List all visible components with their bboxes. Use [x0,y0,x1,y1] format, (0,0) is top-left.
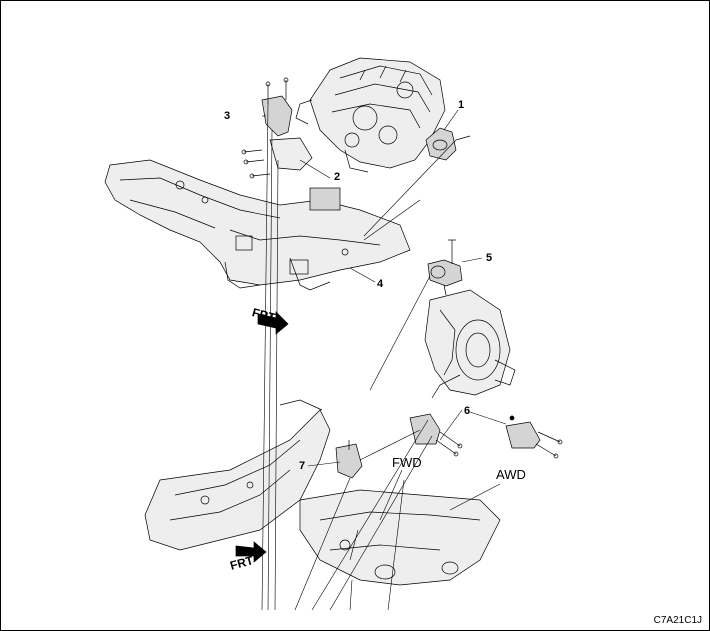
transmission-assembly [424,289,516,399]
transmission-mount-5 [427,239,463,296]
callout-5: 5 [486,252,493,264]
fwd-label: FWD [392,455,422,470]
lower-crossmember [299,489,501,586]
mount-bracket-7 [335,440,363,479]
leader-lines [261,103,507,611]
engine-assembly [295,57,446,173]
figure-code: C7A21C1J [653,615,702,626]
mount-bracket-6-fwd [409,413,463,457]
front-crossmember [104,159,411,291]
mount-bracket-2 [241,137,313,179]
callout-7: 7 [299,460,306,472]
mount-bracket-3 [261,77,293,137]
front-arrow-bottom [235,541,267,563]
callout-3: 3 [224,110,231,122]
mount-bracket-6-awd [505,415,563,459]
front-arrow-top [257,311,289,335]
rear-subframe [144,399,331,551]
callout-1: 1 [458,99,465,111]
callout-6: 6 [464,405,471,417]
awd-label: AWD [496,467,526,482]
engine-mount-1 [425,127,471,161]
callout-4: 4 [377,278,384,290]
callout-2: 2 [334,171,341,183]
